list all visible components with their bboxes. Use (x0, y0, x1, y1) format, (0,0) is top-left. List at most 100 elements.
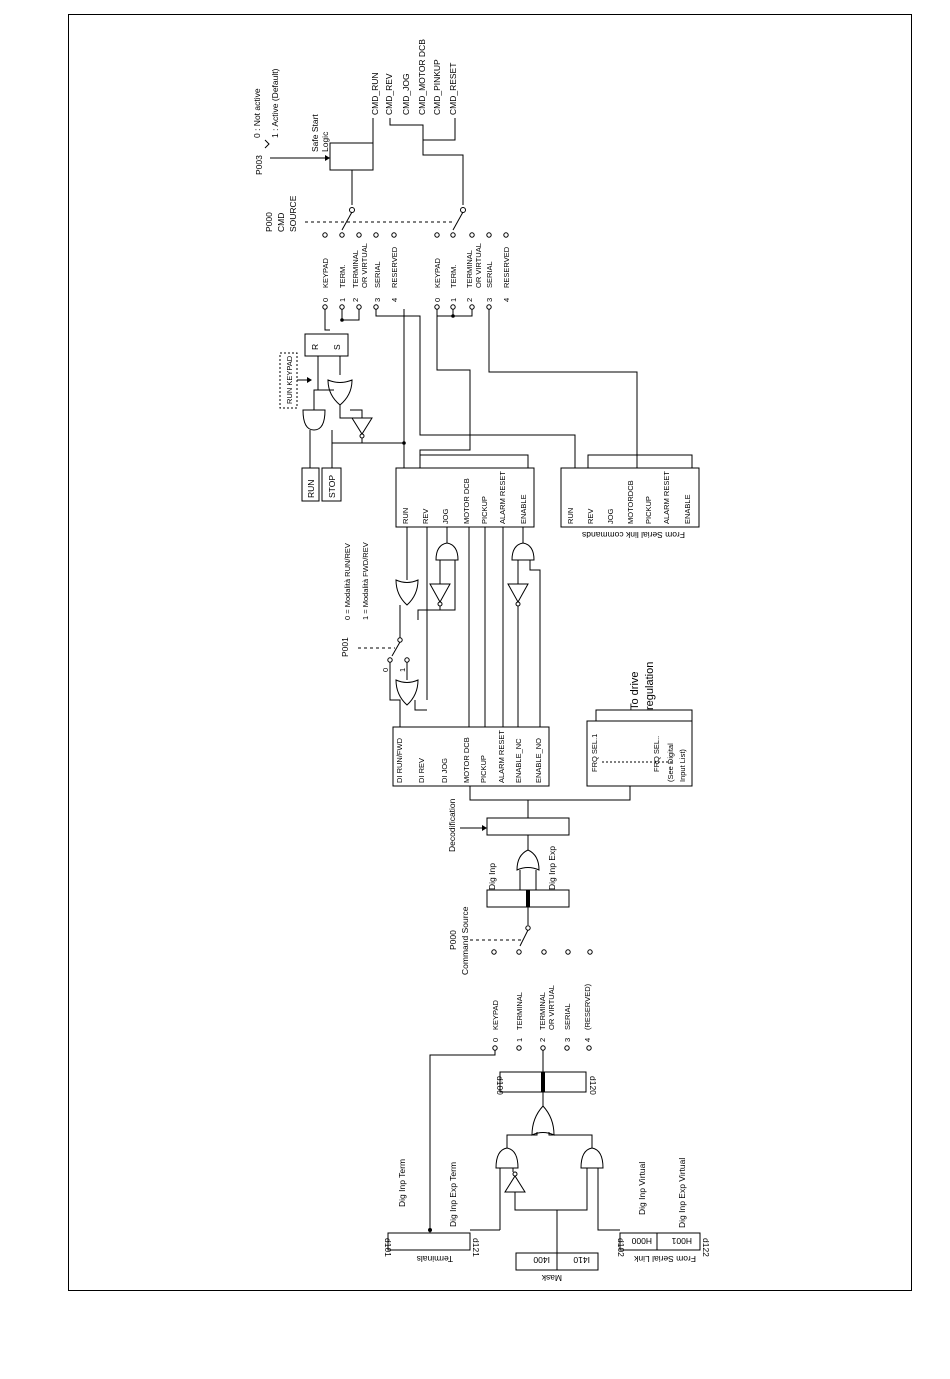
svg-text:1: 1 (515, 1038, 524, 1042)
run-key-label: RUN (306, 480, 316, 498)
svg-text:TERMINAL: TERMINAL (465, 250, 474, 288)
decodification: Decodification Dig Inp Dig Inp Exp (447, 786, 631, 925)
svg-text:OR VIRTUAL: OR VIRTUAL (474, 243, 483, 288)
svg-text:MOTORDCB: MOTORDCB (626, 480, 635, 524)
command-block: RUN REV JOG MOTOR DCB PICKUP ALARM RESET… (395, 454, 535, 528)
or-gate-bottom (531, 1105, 555, 1136)
svg-text:PICKUP: PICKUP (479, 755, 488, 783)
svg-text:RESERVED: RESERVED (390, 246, 399, 288)
run-keypad-label: RUN KEYPAD (285, 355, 294, 404)
or-gate-decod (516, 849, 540, 871)
frq-block: FRQ SEL.1 FRQ SEL.. (See Digital Input L… (586, 662, 693, 787)
svg-text:FRQ SEL..: FRQ SEL.. (652, 736, 661, 772)
decodification-label: Decodification (447, 798, 457, 852)
p001-switch: P001 0 = Modalità RUN/REV 1 = Modalità F… (340, 542, 427, 727)
svg-text:TERMINAL: TERMINAL (538, 992, 547, 1030)
svg-text:SERIAL: SERIAL (563, 1003, 572, 1030)
cmd-jog-label: CMD_JOG (401, 73, 411, 115)
run-key[interactable] (301, 467, 320, 502)
dig-inp-exp-label: Dig Inp Exp (547, 846, 557, 890)
mask-block: I400 I410 Mask (515, 1252, 599, 1283)
command-source-label: Command Source (460, 906, 470, 975)
dig-inp-label: Dig Inp (487, 863, 497, 890)
d120-label: d120 (588, 1076, 598, 1095)
dig-inp-term-label: Dig Inp Term (397, 1159, 407, 1207)
cmd-rev-label: CMD_REV (384, 73, 394, 115)
keypad-gates (302, 379, 406, 470)
svg-text:REV: REV (586, 509, 595, 524)
d100-label: d100 (495, 1076, 505, 1095)
diagram-frame (68, 14, 912, 1291)
terminals-box (387, 1232, 471, 1251)
inverter-enable (507, 583, 529, 604)
p000-top-source: SOURCE (288, 195, 298, 232)
cmd-run-label: CMD_RUN (370, 73, 380, 116)
svg-text:ENABLE_NC: ENABLE_NC (514, 738, 523, 783)
svg-text:RUN: RUN (566, 508, 575, 524)
safe-start-label-1: Safe Start (310, 114, 320, 152)
svg-text:PICKUP: PICKUP (644, 496, 653, 524)
p001-option-0: 0 = Modalità RUN/REV (343, 543, 352, 620)
svg-text:1: 1 (338, 298, 347, 302)
p001-option-1: 1 = Modalità FWD/REV (361, 542, 370, 620)
and-gate-enable (511, 542, 535, 561)
svg-text:3: 3 (485, 298, 494, 302)
stop-key-label: STOP (327, 475, 337, 498)
p000-top-cmd: CMD (276, 213, 286, 232)
svg-text:ALARM RESET: ALARM RESET (498, 471, 507, 524)
bottom-sources: 0 KEYPAD 1 TERMINAL 2 TERMINAL OR VIRTUA… (429, 983, 592, 1230)
serial-link-commands-block: RUN REV JOG MOTORDCB PICKUP ALARM RESET … (560, 454, 700, 540)
svg-text:TERMINAL: TERMINAL (515, 992, 524, 1030)
source-wiring (324, 309, 638, 470)
d101-label: d101 (383, 1238, 393, 1257)
serial-link-registers-box (619, 1232, 701, 1251)
svg-text:(RESERVED): (RESERVED) (583, 983, 592, 1030)
command-block-box (395, 467, 535, 528)
mask-label: Mask (541, 1273, 562, 1283)
serial-link-box (560, 467, 700, 528)
svg-text:1: 1 (449, 298, 458, 302)
cmd-pinkup-label: CMD_PINKUP (432, 59, 442, 115)
d121-label: d121 (471, 1238, 481, 1257)
svg-text:PICKUP: PICKUP (480, 496, 489, 524)
decodification-box (486, 817, 570, 836)
svg-text:4: 4 (502, 298, 511, 302)
svg-text:(See Digital: (See Digital (666, 743, 675, 782)
svg-text:ENABLE: ENABLE (519, 494, 528, 524)
svg-text:KEYPAD: KEYPAD (491, 1000, 500, 1030)
bottom-gates (495, 1147, 620, 1253)
p003-option-0: 0 : Not active (252, 88, 262, 138)
cmd-reset-label: CMD_RESET (448, 63, 458, 115)
p000-bottom-label: P000 (448, 930, 458, 950)
rs-r-label: R (310, 344, 320, 350)
or-gate-keypad (327, 379, 353, 406)
digital-input-block: DI RUN/FWD DI REV DI JOG MOTOR DCB PICKU… (392, 726, 550, 787)
to-drive-label-2: regulation (644, 662, 656, 710)
svg-text:2: 2 (538, 1038, 547, 1042)
rs-latch-box (304, 333, 349, 357)
source-options-b: 0 KEYPAD 1 TERM. 2 TERMINAL OR VIRTUAL S… (433, 243, 511, 310)
or-gate-run (395, 579, 419, 606)
svg-text:2: 2 (465, 298, 474, 302)
svg-text:OR VIRTUAL: OR VIRTUAL (547, 985, 556, 1030)
svg-text:OR VIRTUAL: OR VIRTUAL (360, 243, 369, 288)
inverter-mask (504, 1175, 526, 1193)
p003-label: P003 (254, 155, 264, 175)
from-serial-link-label: From Serial Link (633, 1254, 696, 1264)
mask-i400-label: I400 (533, 1255, 550, 1265)
safe-start-label-2: Logic (320, 131, 330, 152)
dig-inp-exp-virtual-label: Dig Inp Exp Virtual (677, 1158, 687, 1228)
d100-register: d100 d120 (495, 1071, 598, 1150)
svg-text:ALARM RESET: ALARM RESET (662, 471, 671, 524)
terminals-label: Terminals (417, 1254, 453, 1264)
stop-key[interactable] (321, 467, 342, 502)
p001-label: P001 (340, 637, 350, 657)
svg-text:MOTOR DCB: MOTOR DCB (462, 737, 471, 783)
svg-text:TERMINAL: TERMINAL (351, 250, 360, 288)
cmd-motor-dcb-label: CMD_MOTOR DCB (417, 39, 427, 115)
svg-text:FRQ SEL.1: FRQ SEL.1 (590, 734, 599, 772)
dig-inp-virtual-label: Dig Inp Virtual (637, 1162, 647, 1215)
svg-text:TERM.: TERM. (338, 265, 347, 288)
svg-text:RESERVED: RESERVED (502, 246, 511, 288)
dig-inp-exp-term-label: Dig Inp Exp Term (448, 1162, 458, 1227)
